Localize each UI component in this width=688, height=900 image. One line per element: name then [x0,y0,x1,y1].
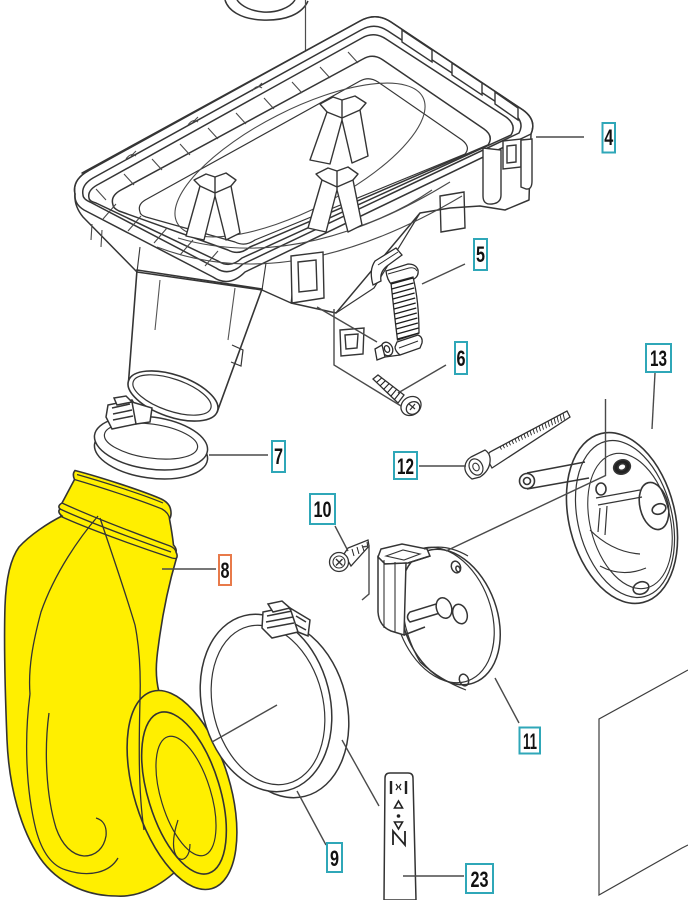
svg-text:23: 23 [471,867,489,892]
svg-text:12: 12 [397,454,414,479]
svg-text:11: 11 [523,729,537,754]
svg-text:13: 13 [650,346,667,371]
svg-text:5: 5 [476,242,485,267]
svg-text:9: 9 [330,846,339,871]
svg-text:10: 10 [314,497,332,522]
svg-text:8: 8 [221,558,230,583]
svg-text:7: 7 [274,444,283,469]
svg-text:6: 6 [457,346,466,371]
svg-text:4: 4 [604,125,614,150]
